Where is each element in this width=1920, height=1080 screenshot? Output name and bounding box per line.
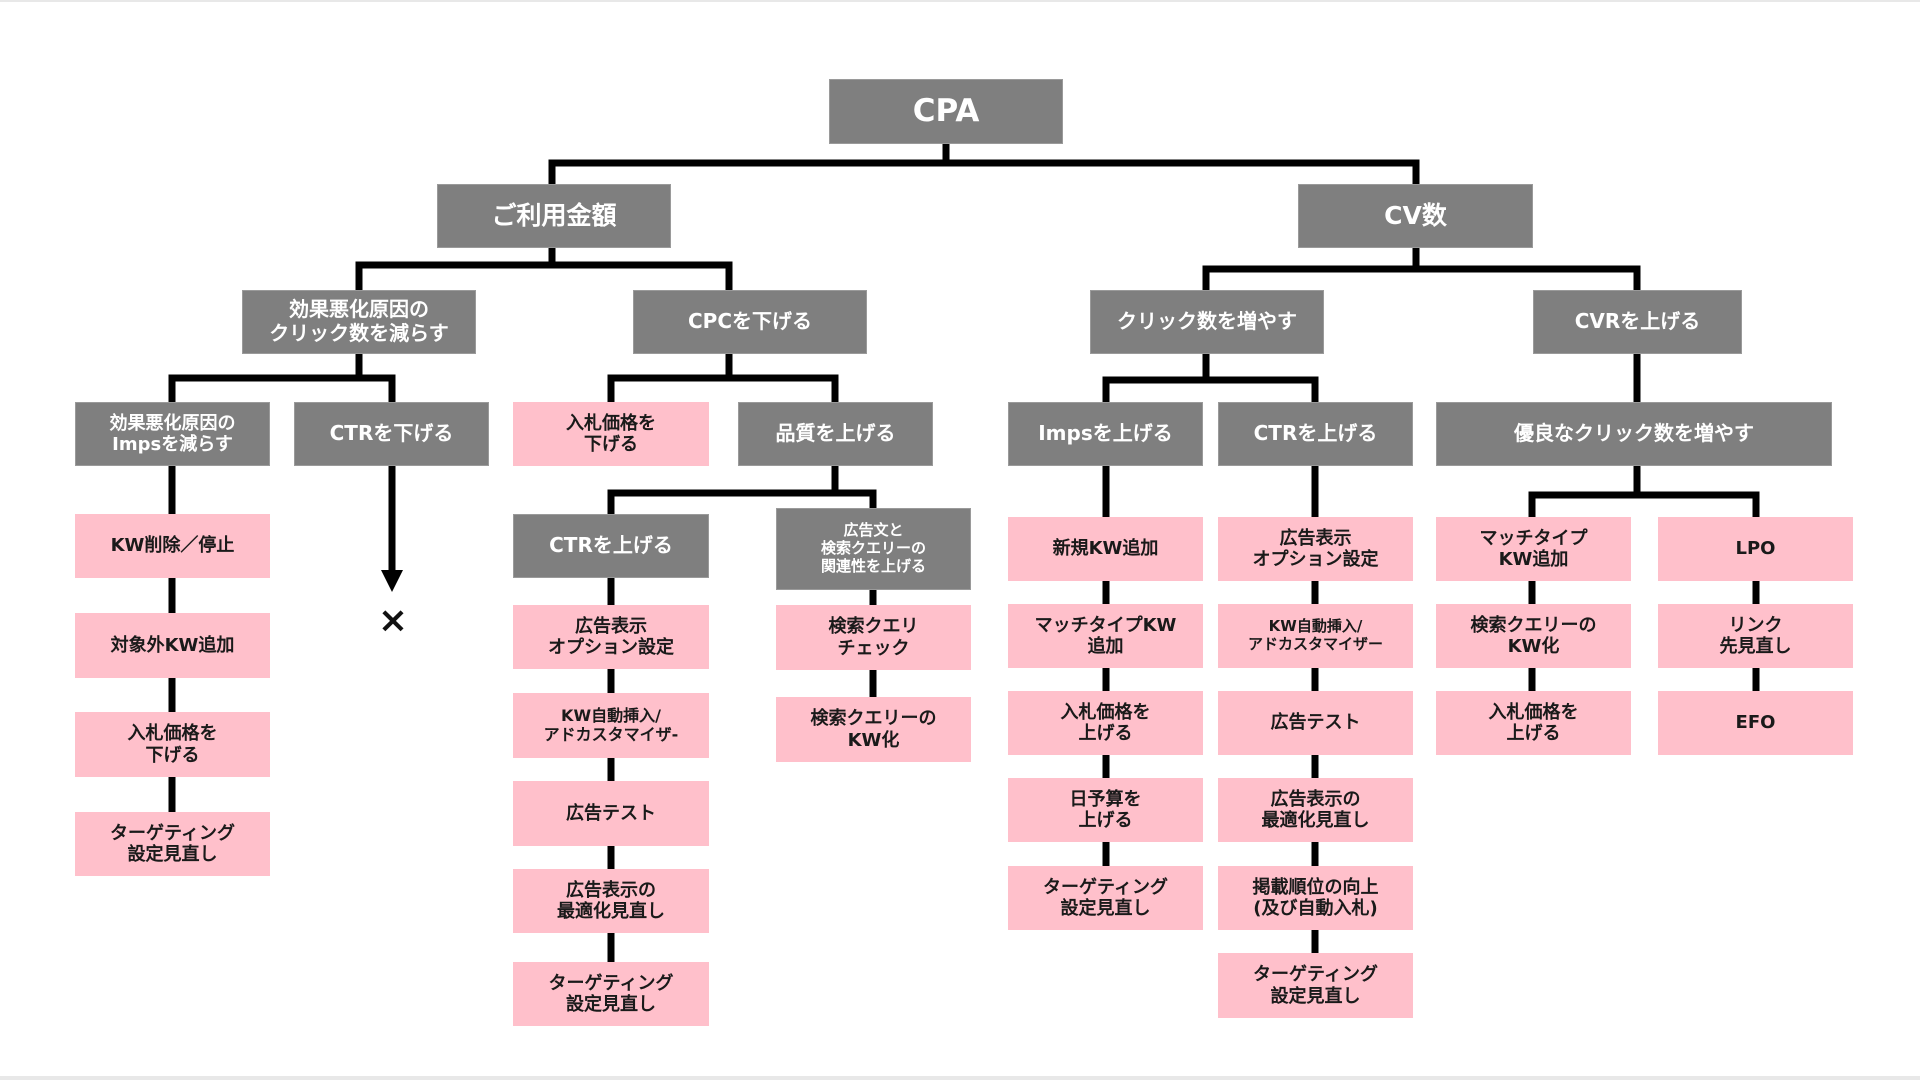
action-kw-insertion: KW自動挿入/ アドカスタマイザ-: [513, 693, 709, 758]
node-cpa: CPA: [829, 79, 1063, 144]
node-lower-cpc: CPCを下げる: [633, 290, 867, 354]
connector-lower-cpc: [607, 354, 839, 402]
action-match-type-kw-add: マッチタイプKW 追加: [1008, 604, 1203, 668]
node-raise-relevance: 広告文と 検索クエリーの 関連性を上げる: [776, 508, 971, 590]
action-query-check: 検索クエリ チェック: [776, 605, 971, 670]
action-lpo: LPO: [1658, 517, 1853, 581]
node-lower-ctr: CTRを下げる: [294, 402, 489, 466]
arrow-head-icon: [381, 570, 403, 592]
node-reduce-bad-imps: 効果悪化原因の Impsを減らす: [75, 402, 270, 466]
node-raise-quality: 品質を上げる: [738, 402, 933, 466]
node-spend: ご利用金額: [437, 184, 671, 248]
node-lower-bid: 入札価格を 下げる: [513, 402, 709, 466]
action-targeting-review: ターゲティング 設定見直し: [513, 962, 709, 1026]
action-targeting-review: ターゲティング 設定見直し: [1218, 953, 1413, 1018]
action-targeting-review: ターゲティング 設定見直し: [75, 812, 270, 876]
not-applicable-icon: ×: [377, 600, 409, 641]
connector-reduce-bad-clicks: [168, 354, 396, 402]
action-query-to-kw: 検索クエリーの KW化: [1436, 604, 1631, 668]
node-cv-count: CV数: [1298, 184, 1533, 248]
action-match-type-kw-add: マッチタイプ KW追加: [1436, 517, 1631, 581]
node-reduce-bad-clicks: 効果悪化原因の クリック数を減らす: [242, 290, 476, 354]
action-raise-bid: 入札価格を 上げる: [1436, 691, 1631, 755]
connector-cpa: [548, 144, 1420, 184]
action-ad-rotation-review: 広告表示の 最適化見直し: [513, 869, 709, 933]
node-raise-imps: Impsを上げる: [1008, 402, 1203, 466]
connector-good-clicks: [1528, 466, 1760, 517]
connector-cv: [1202, 248, 1641, 290]
action-kw-insertion: KW自動挿入/ アドカスタマイザー: [1218, 604, 1413, 668]
action-kw-delete-stop: KW削除／停止: [75, 514, 270, 578]
action-efo: EFO: [1658, 691, 1853, 755]
node-raise-ctr-middle: CTRを上げる: [513, 514, 709, 578]
action-ad-extensions: 広告表示 オプション設定: [513, 605, 709, 669]
action-ad-rotation-review: 広告表示の 最適化見直し: [1218, 778, 1413, 842]
action-targeting-review: ターゲティング 設定見直し: [1008, 866, 1203, 930]
action-lower-bid: 入札価格を 下げる: [75, 712, 270, 777]
action-ad-position-improve: 掲載順位の向上 (及び自動入札): [1218, 866, 1413, 930]
action-negative-kw-add: 対象外KW追加: [75, 613, 270, 678]
node-raise-ctr-right: CTRを上げる: [1218, 402, 1413, 466]
node-increase-clicks: クリック数を増やす: [1090, 290, 1324, 354]
action-new-kw-add: 新規KW追加: [1008, 517, 1203, 581]
action-ad-extensions: 広告表示 オプション設定: [1218, 517, 1413, 581]
node-increase-good-clicks: 優良なクリック数を増やす: [1436, 402, 1832, 466]
action-raise-daily-budget: 日予算を 上げる: [1008, 778, 1203, 842]
action-query-to-kw: 検索クエリーの KW化: [776, 697, 971, 762]
action-raise-bid: 入札価格を 上げる: [1008, 691, 1203, 755]
connector-increase-clicks: [1102, 354, 1319, 402]
connector-spend: [355, 248, 733, 290]
node-raise-cvr: CVRを上げる: [1533, 290, 1742, 354]
connector-raise-quality: [607, 466, 877, 514]
action-ad-test: 広告テスト: [513, 781, 709, 846]
action-link-destination-review: リンク 先見直し: [1658, 604, 1853, 668]
action-ad-test: 広告テスト: [1218, 691, 1413, 755]
